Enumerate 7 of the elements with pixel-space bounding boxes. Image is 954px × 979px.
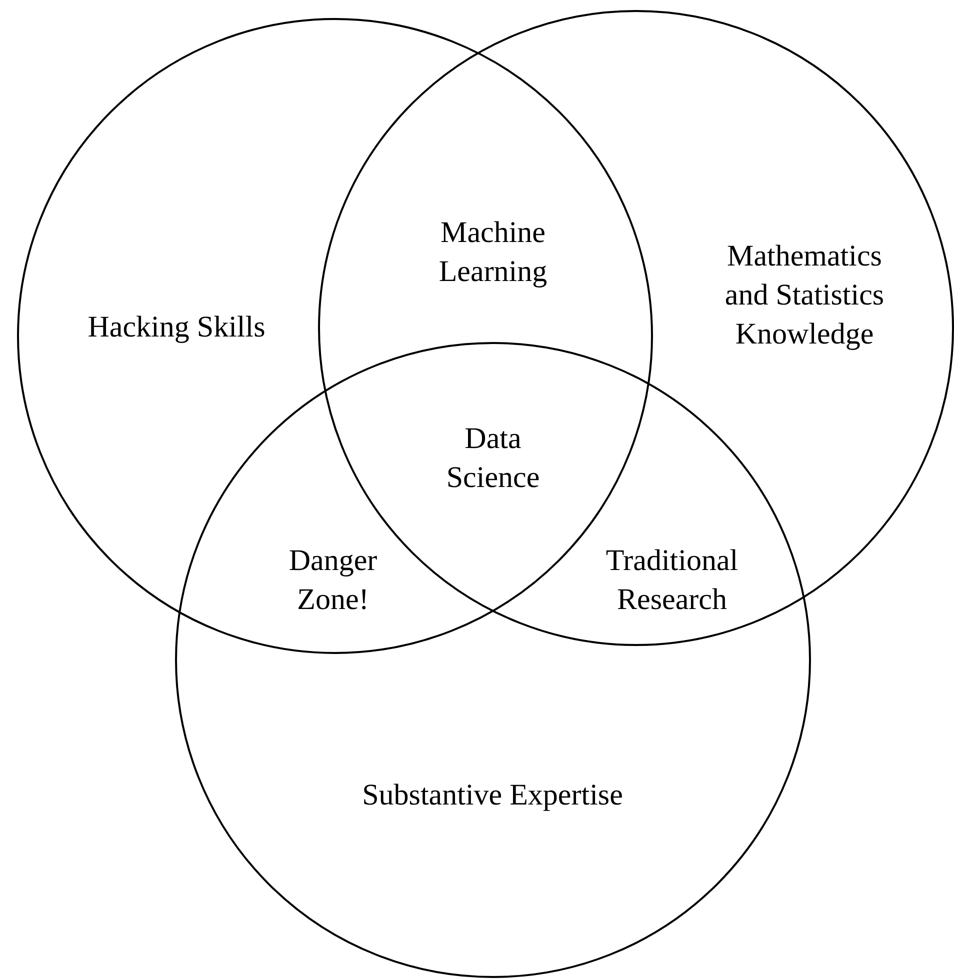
set-label: Substantive Expertise [362, 777, 623, 813]
intersection-label: Data Science [446, 421, 540, 496]
intersection-label: Danger Zone! [288, 543, 378, 618]
intersection-label: Traditional Research [606, 543, 738, 618]
set-label: Mathematics and Statistics Knowledge [724, 238, 886, 352]
set-label: Hacking Skills [88, 309, 266, 345]
intersection-label: Machine Learning [438, 215, 548, 290]
